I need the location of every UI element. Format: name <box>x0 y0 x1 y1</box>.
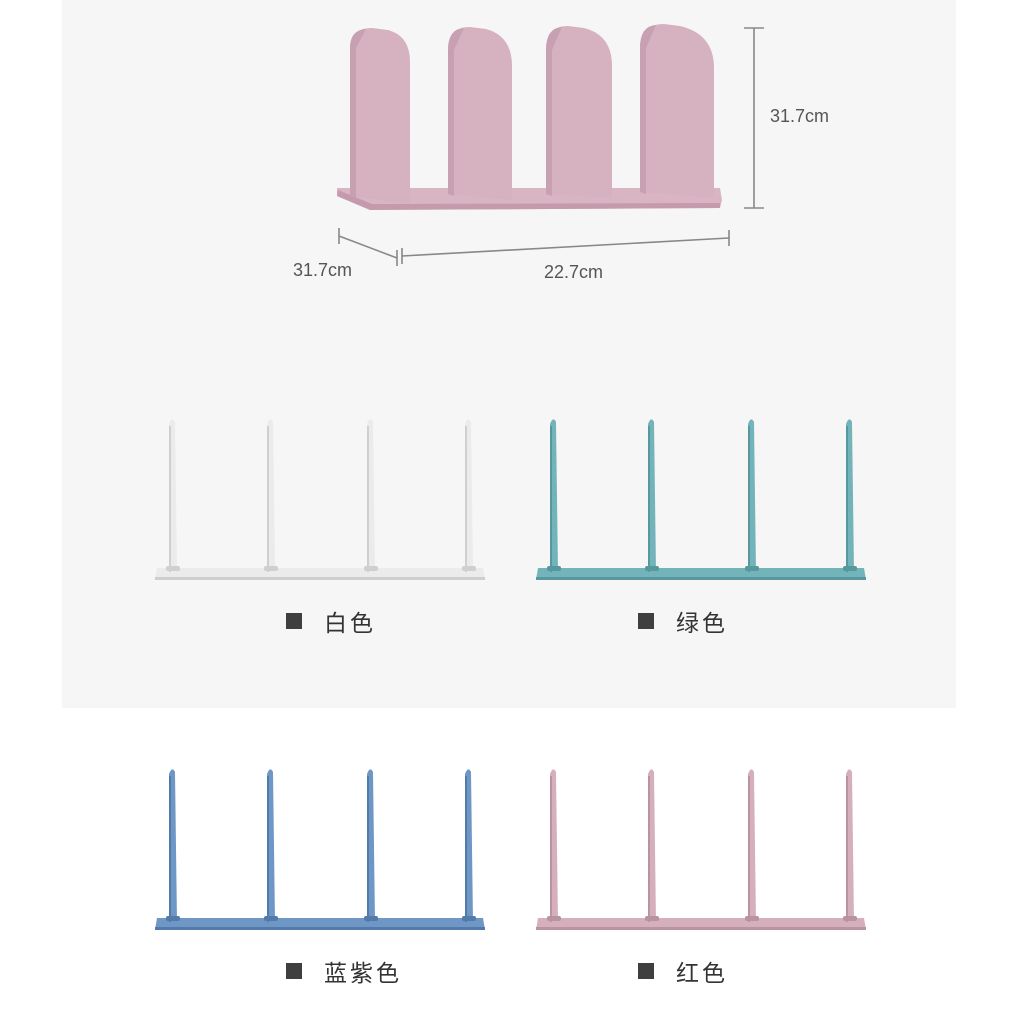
variant-blue-violet-shelf <box>155 769 485 930</box>
shelf-divider-foot <box>843 916 857 921</box>
depth-dimension-label: 31.7cm <box>293 260 353 280</box>
shelf-divider-foot <box>462 916 476 921</box>
shelf-divider-foot <box>166 916 180 921</box>
shelf-divider-foot <box>645 566 659 571</box>
variant-label: 白色 <box>324 611 376 637</box>
shelf-divider-shadow <box>748 776 750 922</box>
shelf-base-edge <box>536 927 866 930</box>
shelf-base-edge <box>536 577 866 580</box>
shelf-divider-foot <box>364 566 378 571</box>
variant-white-shelf <box>155 419 485 580</box>
shelf-divider-foot <box>462 566 476 571</box>
shelf-divider-shadow <box>550 426 552 572</box>
shelf-divider-shadow <box>748 426 750 572</box>
variant-green-shelf <box>536 419 866 580</box>
shelf-divider-foot <box>547 566 561 571</box>
shelf-divider-shadow <box>169 776 171 922</box>
variant-caption-white: 白色 <box>286 604 376 638</box>
height-dimension-label: 31.7cm <box>770 106 830 126</box>
variant-caption-red: 红色 <box>638 954 728 988</box>
shelf-divider-shadow <box>648 776 650 922</box>
divider-4 <box>640 24 714 198</box>
shelf-divider-shadow <box>367 426 369 572</box>
divider-1 <box>350 28 410 204</box>
variant-caption-blue-violet: 蓝紫色 <box>286 954 402 988</box>
shelf-divider-shadow <box>465 776 467 922</box>
shelf-divider-shadow <box>267 426 269 572</box>
product-dimension-illustration <box>337 24 764 266</box>
shelf-divider-shadow <box>846 426 848 572</box>
shelf-divider-foot <box>745 566 759 571</box>
shelf-divider-foot <box>645 916 659 921</box>
shelf-divider-foot <box>264 566 278 571</box>
divider-2 <box>448 27 512 200</box>
shelf-base-edge <box>155 927 485 930</box>
shelf-divider-shadow <box>367 776 369 922</box>
bullet-square-icon <box>638 963 654 979</box>
shelf-divider-shadow <box>846 776 848 922</box>
bullet-square-icon <box>286 963 302 979</box>
width-dimension-label: 22.7cm <box>544 262 604 282</box>
bullet-square-icon <box>286 613 302 629</box>
shelf-divider-shadow <box>169 426 171 572</box>
shelf-divider-foot <box>364 916 378 921</box>
variant-label: 绿色 <box>676 611 728 637</box>
shelf-base-edge <box>155 577 485 580</box>
shelf-divider-shadow <box>267 776 269 922</box>
shelf-divider-foot <box>745 916 759 921</box>
divider-3 <box>546 26 612 198</box>
shelf-divider-shadow <box>550 776 552 922</box>
variant-caption-green: 绿色 <box>638 604 728 638</box>
variant-label: 红色 <box>676 961 728 987</box>
variant-red-shelf <box>536 769 866 930</box>
shelf-divider-shadow <box>465 426 467 572</box>
shelf-divider-foot <box>166 566 180 571</box>
shelf-divider-foot <box>264 916 278 921</box>
bullet-square-icon <box>638 613 654 629</box>
shelf-divider-shadow <box>648 426 650 572</box>
variant-label: 蓝紫色 <box>324 961 402 987</box>
shelf-divider-foot <box>547 916 561 921</box>
shelf-divider-foot <box>843 566 857 571</box>
